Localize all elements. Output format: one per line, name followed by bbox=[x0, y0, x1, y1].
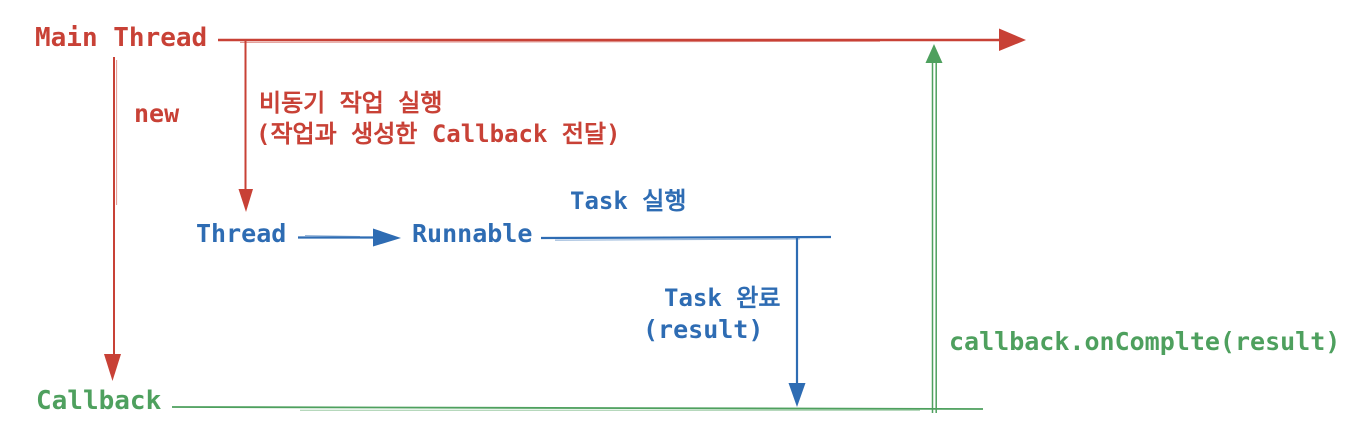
thread-label: Thread bbox=[196, 219, 287, 248]
async-exec-arrow bbox=[238, 41, 253, 212]
task-complete-arrowhead-icon bbox=[788, 383, 806, 407]
callback-lifeline bbox=[171, 406, 984, 411]
new-callback-arrow bbox=[104, 57, 121, 381]
main-thread-arrowhead-icon bbox=[999, 28, 1026, 51]
main-thread-label: Main Thread bbox=[35, 23, 208, 53]
callback-label: Callback bbox=[36, 386, 162, 416]
new-arrowhead-icon bbox=[104, 354, 121, 381]
oncomplete-arrow bbox=[925, 44, 943, 413]
task-complete-arrow bbox=[788, 238, 806, 407]
task-done-label: Task 완료 bbox=[664, 284, 781, 312]
main-thread-timeline-arrow bbox=[218, 28, 1026, 51]
thread-to-runnable-arrow bbox=[298, 228, 401, 247]
async-exec-label-line2: (작업과 생성한 Callback 전달) bbox=[256, 120, 621, 148]
thread-arrowhead-icon bbox=[373, 228, 401, 247]
task-result-label: (result) bbox=[643, 315, 764, 344]
oncomplete-arrowhead-icon bbox=[925, 44, 943, 63]
async-exec-label-line1: 비동기 작업 실행 bbox=[259, 89, 443, 117]
task-run-label: Task 실행 bbox=[570, 187, 687, 215]
oncomplete-call-label: callback.onComplte(result) bbox=[949, 327, 1341, 356]
new-call-label: new bbox=[134, 99, 180, 128]
task-run-line bbox=[540, 235, 832, 241]
runnable-label: Runnable bbox=[412, 219, 533, 248]
async-exec-arrowhead-icon bbox=[238, 189, 253, 212]
